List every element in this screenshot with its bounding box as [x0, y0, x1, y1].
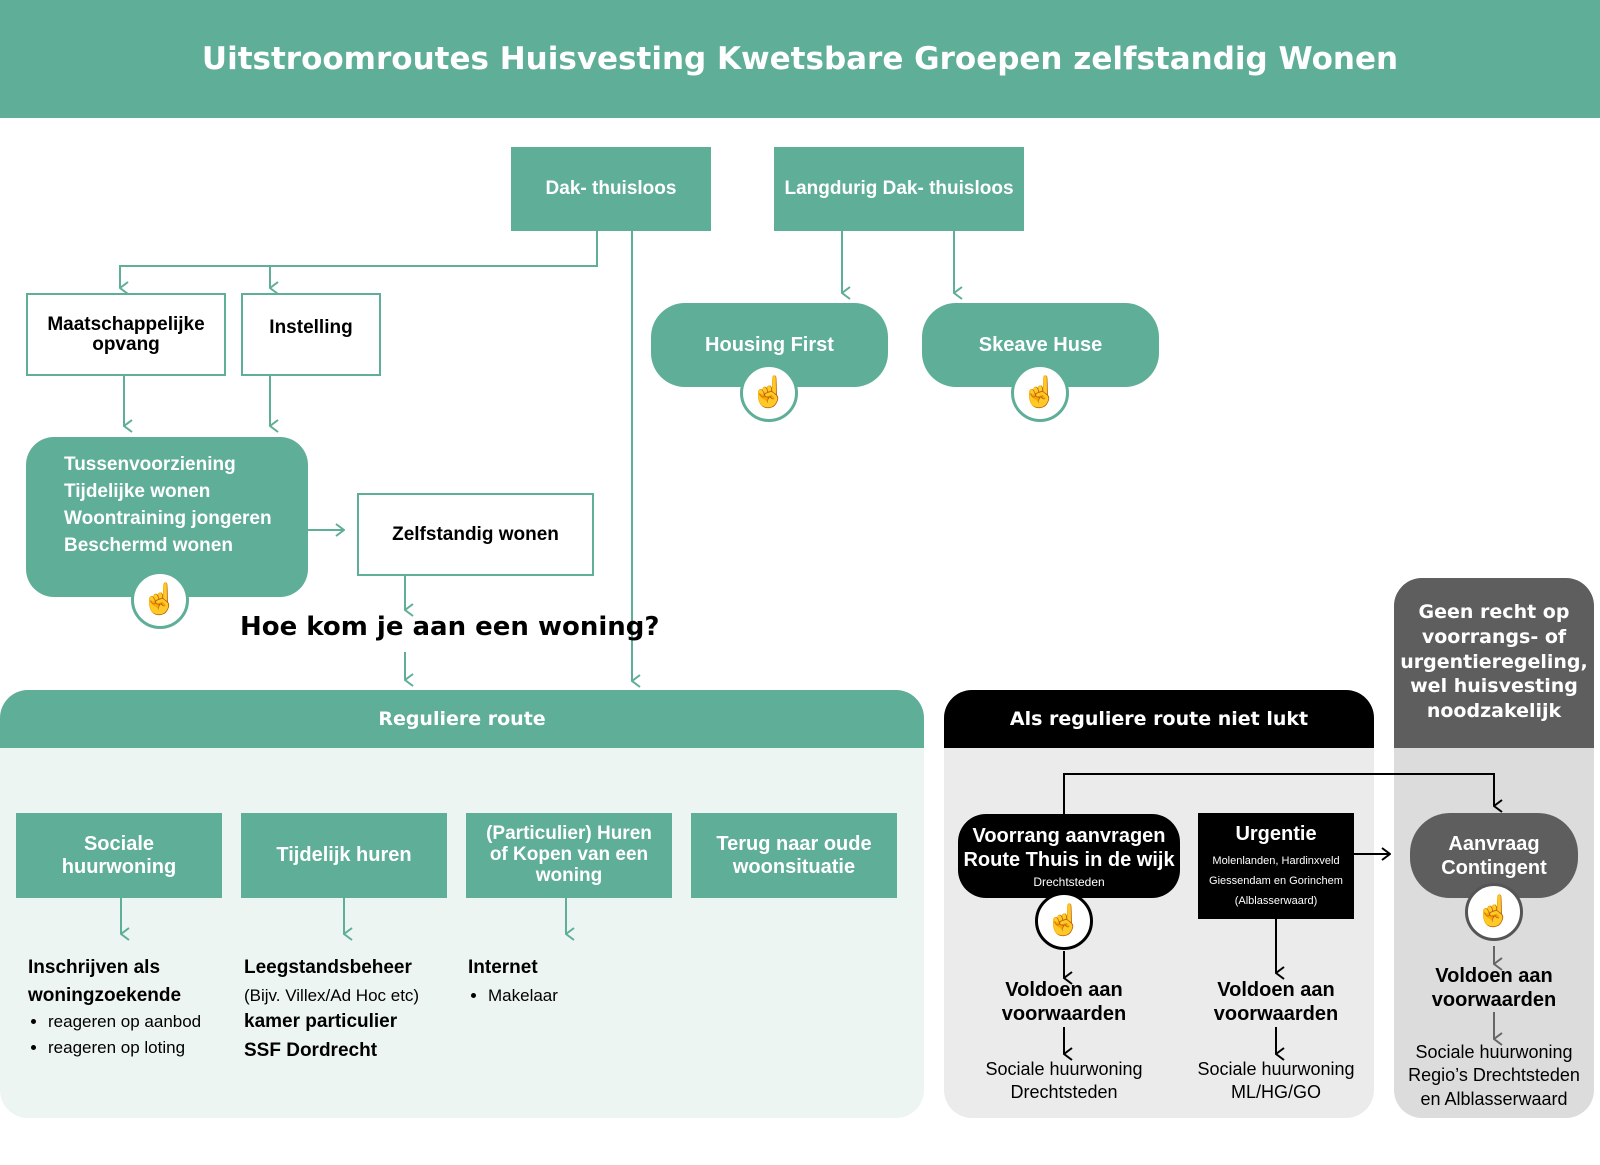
- hand-icon-voorrang: ☝: [1035, 892, 1093, 950]
- urgentie-line: (Alblasserwaard): [1234, 894, 1318, 907]
- urgentie-box: Urgentie Molenlanden, Hardinxveld Giesse…: [1198, 813, 1354, 919]
- niet-lukt-title: Als reguliere route niet lukt: [944, 690, 1374, 748]
- detail-particulier: Internet Makelaar: [468, 954, 668, 1008]
- voorrang-box: Voorrang aanvragen Route Thuis in de wij…: [958, 814, 1180, 898]
- condition-right: Voldoen aan voorwaarden: [1213, 979, 1339, 1025]
- result-contingent: Sociale huurwoning Regio’s Drechtsteden …: [1408, 1042, 1580, 1109]
- condition-contingent: Voldoen aan voorwaarden: [1431, 965, 1557, 1011]
- detail-sociale-list: reageren op aanbod reageren op loting: [28, 1009, 228, 1060]
- detail-particulier-heading: Internet: [468, 957, 538, 978]
- list-item: reageren op aanbod: [48, 1009, 228, 1035]
- route-particulier: (Particulier) Huren of Kopen van een won…: [466, 813, 672, 898]
- result-right: Sociale huurwoning ML/HG/GO: [1197, 1059, 1355, 1103]
- reguliere-route-title: Reguliere route: [0, 690, 924, 748]
- tussenvoorziening-box: Tussenvoorziening Tijdelijke wonen Woont…: [26, 437, 308, 597]
- urgentie-title: Urgentie: [1235, 823, 1317, 845]
- list-item: reageren op loting: [48, 1035, 228, 1061]
- maatschappelijke-opvang-box: Maatschappelijke opvang: [26, 293, 226, 376]
- route-tijdelijk-huren: Tijdelijk huren: [241, 813, 447, 898]
- voorrang-sub: Drechtsteden: [1033, 874, 1105, 889]
- detail-particulier-list: Makelaar: [468, 983, 668, 1009]
- urgentie-line: Molenlanden, Hardinxveld: [1212, 855, 1340, 867]
- reguliere-route-panel: [0, 690, 924, 1118]
- detail-tijdelijk-line2: kamer particulier: [244, 1011, 398, 1032]
- detail-tijdelijk-line3: SSF Dordrecht: [244, 1039, 378, 1061]
- detail-sociale-heading: Inschrijven als woningzoekende: [28, 957, 182, 1006]
- condition-left: Voldoen aan voorwaarden: [1001, 979, 1127, 1025]
- urgentie-line: Giessendam en Gorinchem: [1209, 874, 1343, 887]
- route-terug-oude-woonsituatie: Terug naar oude woonsituatie: [691, 813, 897, 898]
- hand-icon-skeave-huse: ☝: [1011, 364, 1069, 422]
- tussenvoorziening-item: Woontraining jongeren: [64, 508, 272, 529]
- voorrang-title: Voorrang aanvragen Route Thuis in de wij…: [963, 824, 1175, 871]
- housing-first-pill: Housing First: [651, 303, 888, 387]
- zelfstandig-wonen-box: Zelfstandig wonen: [357, 493, 594, 576]
- detail-tijdelijk: Leegstandsbeheer (Bijv. Villex/Ad Hoc et…: [244, 954, 464, 1065]
- tussenvoorziening-item: Tijdelijke wonen: [64, 481, 211, 502]
- hand-icon-contingent: ☝: [1465, 883, 1523, 941]
- result-left: Sociale huurwoning Drechtsteden: [985, 1059, 1143, 1103]
- hand-icon-housing-first: ☝: [740, 364, 798, 422]
- geen-recht-title: Geen recht op voorrangs- of urgentierege…: [1394, 578, 1594, 748]
- list-item: Makelaar: [488, 983, 668, 1009]
- route-sociale-huurwoning: Sociale huurwoning: [16, 813, 222, 898]
- detail-tijdelijk-heading: Leegstandsbeheer: [244, 957, 412, 978]
- langdurig-dak-thuisloos-box: Langdurig Dak- thuisloos: [774, 147, 1024, 231]
- page-title: Uitstroomroutes Huisvesting Kwetsbare Gr…: [0, 0, 1600, 118]
- question-heading: Hoe kom je aan een woning?: [240, 612, 660, 642]
- tussenvoorziening-item: Tussenvoorziening: [64, 454, 236, 475]
- hand-icon-tussenvoorziening: ☝: [131, 571, 189, 629]
- tussenvoorziening-item: Beschermd wonen: [64, 535, 233, 556]
- aanvraag-contingent-box: Aanvraag Contingent: [1410, 813, 1578, 898]
- dak-thuisloos-box: Dak- thuisloos: [511, 147, 711, 231]
- detail-tijdelijk-sub: (Bijv. Villex/Ad Hoc etc): [244, 985, 420, 1005]
- instelling-box: Instelling: [241, 293, 381, 376]
- detail-sociale: Inschrijven als woningzoekende reageren …: [28, 954, 228, 1060]
